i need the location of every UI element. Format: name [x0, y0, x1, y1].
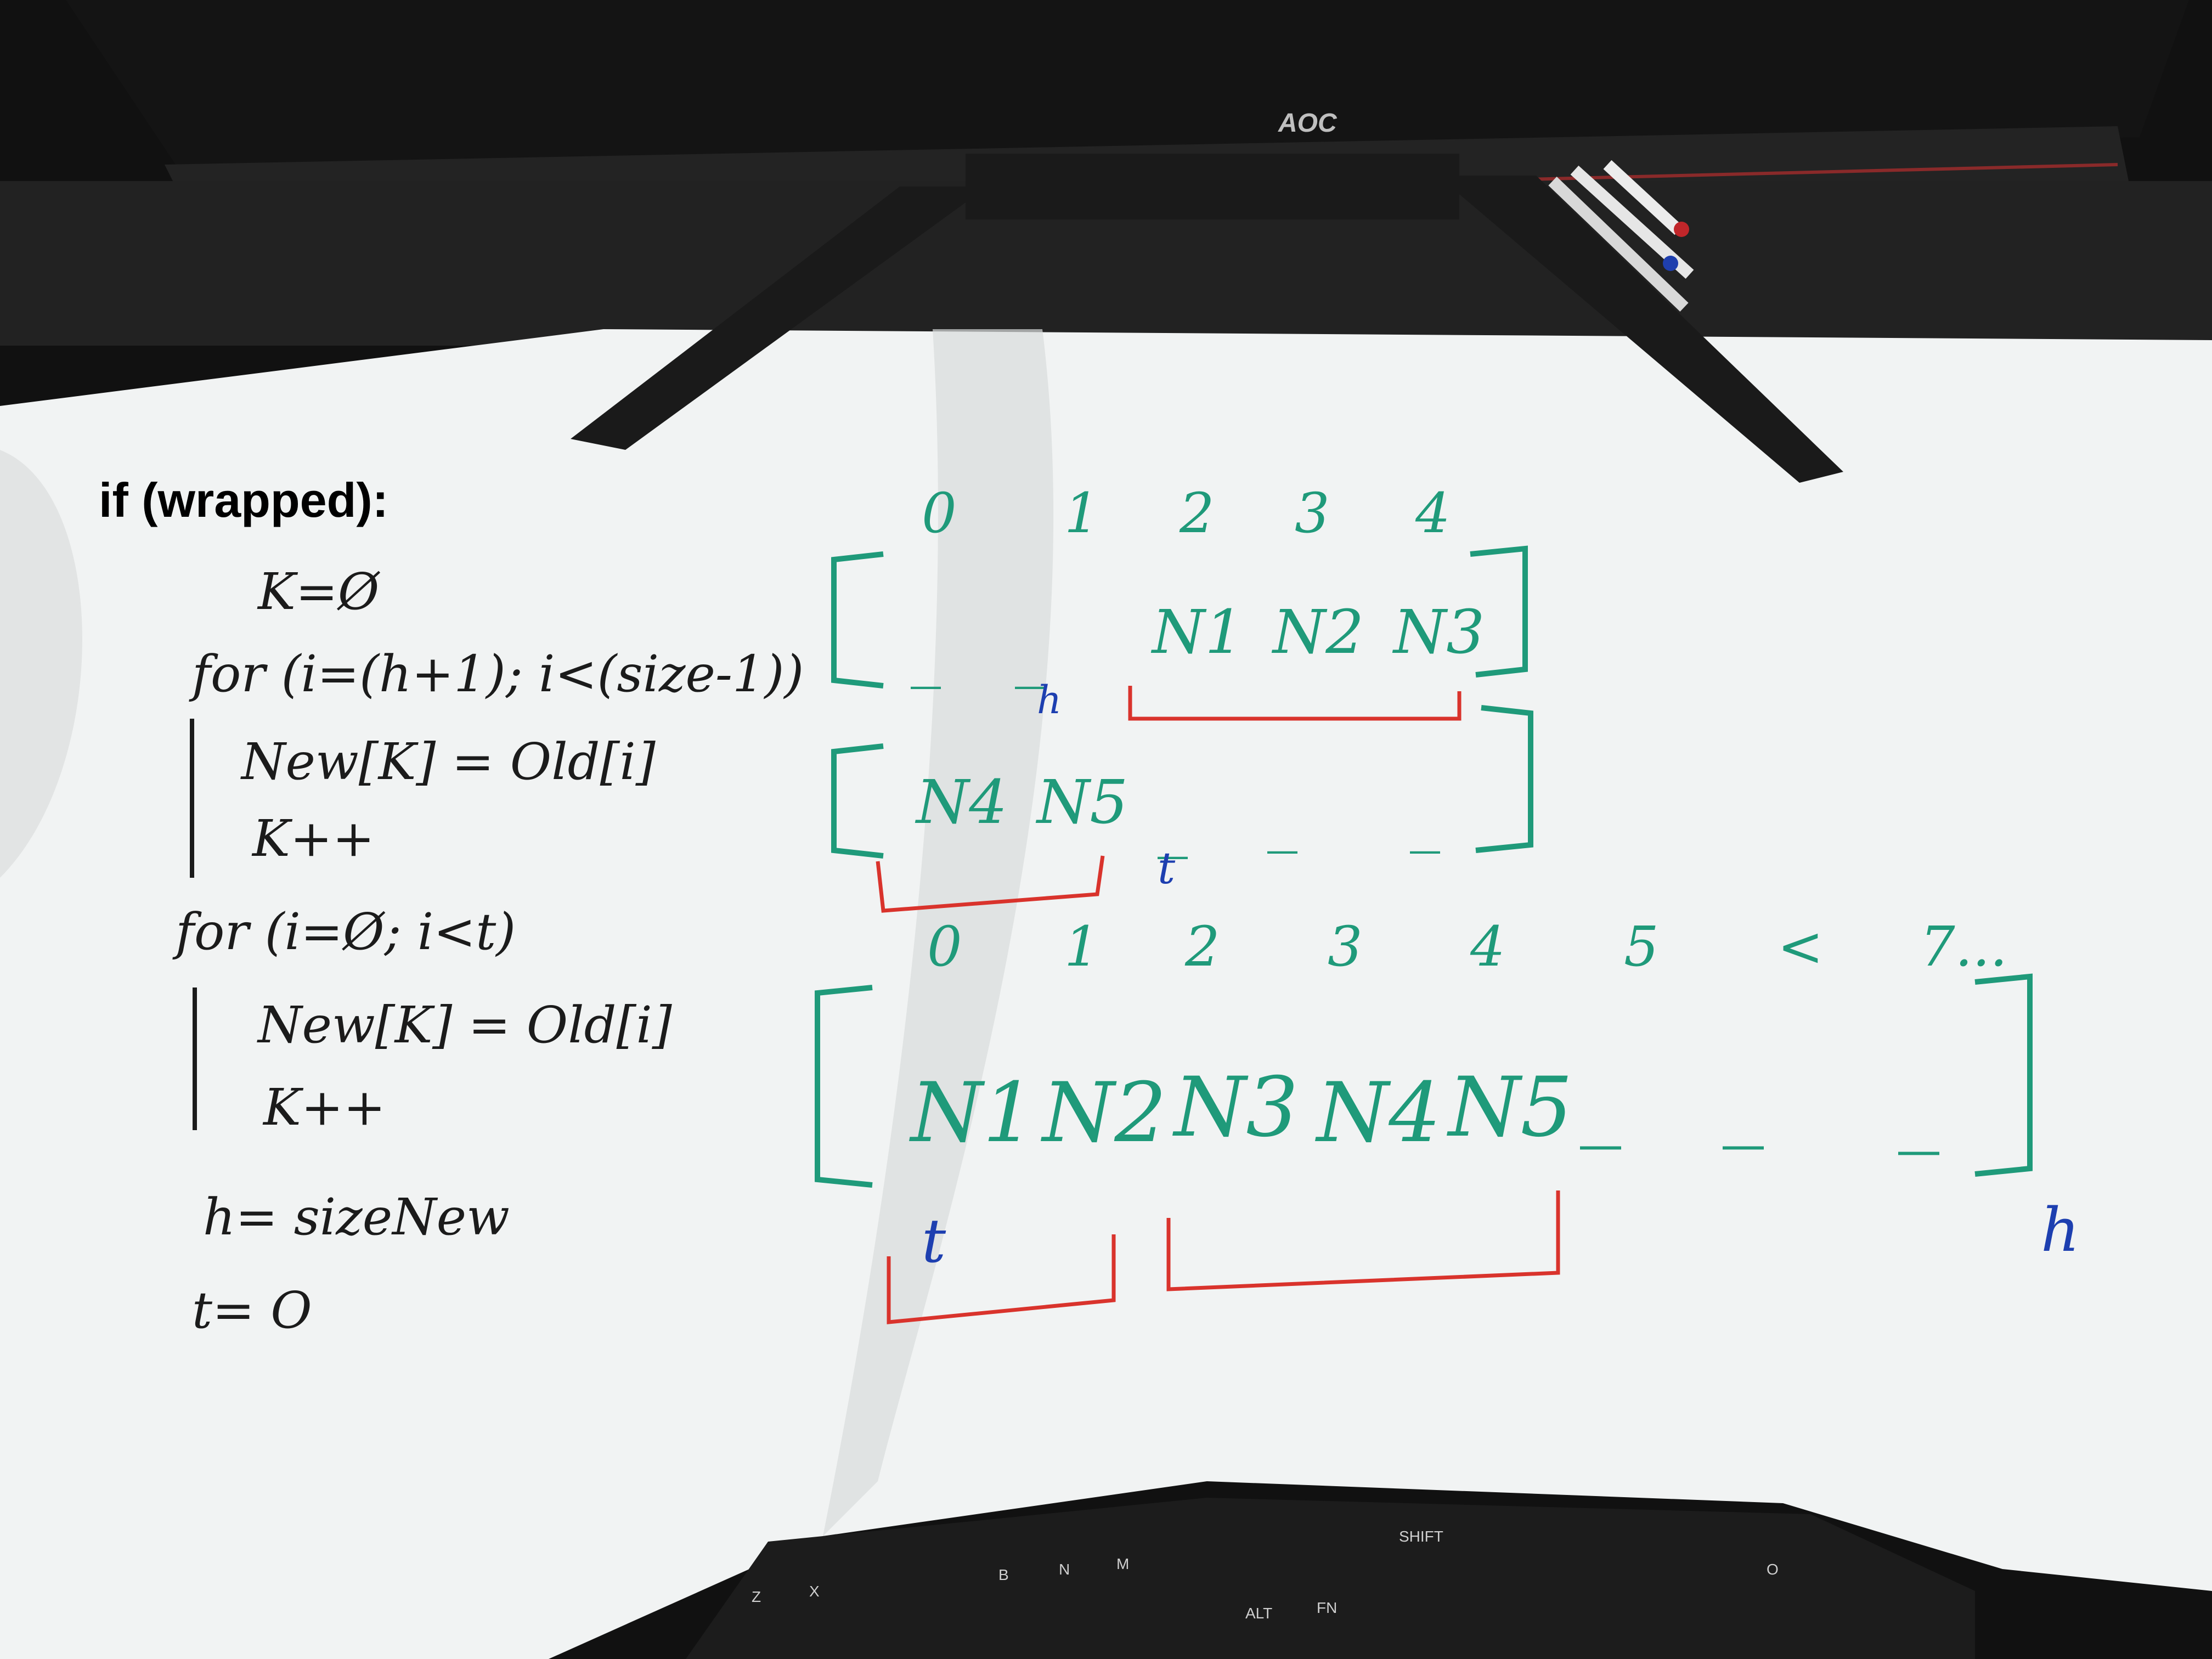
keyboard-key-label: B — [998, 1566, 1009, 1583]
array-cell: _ — [1410, 783, 1440, 854]
code-line: K++ — [262, 1078, 386, 1137]
keyboard-key-label: O — [1767, 1561, 1779, 1578]
array-cell: N4 — [1315, 1065, 1441, 1161]
array-cell: _ — [1580, 1054, 1621, 1150]
array-cell: N1 — [909, 1065, 1035, 1161]
red-bracket — [887, 1234, 1116, 1324]
code-line: New[K] = Old[i] — [240, 732, 656, 791]
code-line: K=Ø — [257, 562, 381, 621]
monitor-brand-logo: AOC — [1278, 109, 1338, 138]
code-line: for (i=Ø; i<t) — [172, 902, 516, 961]
keyboard-key-labels: Z X B N M SHIFT ALT FN O — [752, 1528, 1779, 1622]
index-label: 4 — [1470, 915, 1505, 979]
index-label: 5 — [1624, 915, 1659, 979]
array-cell: N2 — [1041, 1065, 1167, 1161]
index-label: 0 — [922, 481, 957, 545]
old-array-indices: 0 1 2 3 4 — [922, 481, 1451, 545]
keyboard-key-label: SHIFT — [1399, 1528, 1443, 1545]
index-label: 0 — [927, 915, 962, 979]
new-array-indices: 0 1 2 3 4 5 < 7... — [927, 915, 2007, 979]
index-label: 1 — [1064, 481, 1099, 545]
array-cell: N1 — [1150, 597, 1243, 667]
code-line: t= O — [192, 1281, 312, 1340]
tail-pointer-label: t — [922, 1206, 946, 1276]
keyboard-key-label: M — [1116, 1555, 1129, 1572]
code-line: New[K] = Old[i] — [257, 996, 672, 1054]
new-array: N1 N2 N3 N4 N5 _ _ _ t h — [815, 973, 2080, 1324]
red-bracket — [1128, 686, 1462, 721]
array-cell: N4 — [915, 767, 1007, 837]
heading-if-wrapped: if (wrapped): — [99, 473, 388, 527]
index-label: 4 — [1415, 481, 1451, 545]
red-bracket — [876, 855, 1105, 913]
old-array-row-1: _ _ N1 N2 N3 h — [831, 545, 1528, 723]
array-cell: _ — [911, 619, 941, 689]
code-line: K++ — [251, 809, 375, 868]
marker-pens — [1548, 160, 1694, 312]
keyboard-key-label: ALT — [1245, 1605, 1272, 1622]
array-cell: N5 — [1035, 767, 1128, 837]
array-cell: N3 — [1392, 597, 1485, 667]
whiteboard — [0, 329, 2212, 1659]
array-cell: _ — [1158, 789, 1188, 859]
keyboard-key-label: FN — [1317, 1599, 1337, 1616]
index-label: 3 — [1328, 915, 1363, 979]
array-cell: N5 — [1447, 1060, 1573, 1155]
head-pointer-label: h — [1037, 678, 1062, 723]
array-cell: N2 — [1271, 597, 1364, 667]
keyboard-key-label: X — [809, 1583, 820, 1600]
array-cell: _ — [1015, 619, 1045, 689]
array-cell: _ — [1723, 1054, 1764, 1150]
keyboard — [686, 1498, 1975, 1659]
old-array-row-2: N4 N5 _ _ _ t — [831, 705, 1533, 913]
array-cell: _ — [1267, 783, 1297, 854]
array-cell: _ — [1898, 1060, 1939, 1155]
monitor-stand — [571, 154, 1843, 483]
head-pointer-label: h — [2041, 1195, 2080, 1265]
index-label: 2 — [1184, 915, 1220, 979]
index-label: 3 — [1295, 481, 1330, 545]
keyboard-key-label: Z — [752, 1588, 761, 1605]
tail-pointer-label: t — [1158, 843, 1176, 894]
code-line: for (i=(h+1); i<(size-1)) — [189, 645, 804, 703]
index-label: 2 — [1179, 481, 1215, 545]
code-line: h= sizeNew — [203, 1188, 510, 1246]
keyboard-key-label: N — [1059, 1561, 1070, 1578]
code-block: K=Ø for (i=(h+1); i<(size-1)) New[K] = O… — [172, 562, 804, 1340]
index-label: < — [1778, 915, 1824, 979]
red-bracket — [1166, 1190, 1560, 1291]
index-label: 1 — [1064, 915, 1099, 979]
index-label: 7... — [1920, 915, 2007, 979]
array-cell: N3 — [1172, 1060, 1299, 1155]
